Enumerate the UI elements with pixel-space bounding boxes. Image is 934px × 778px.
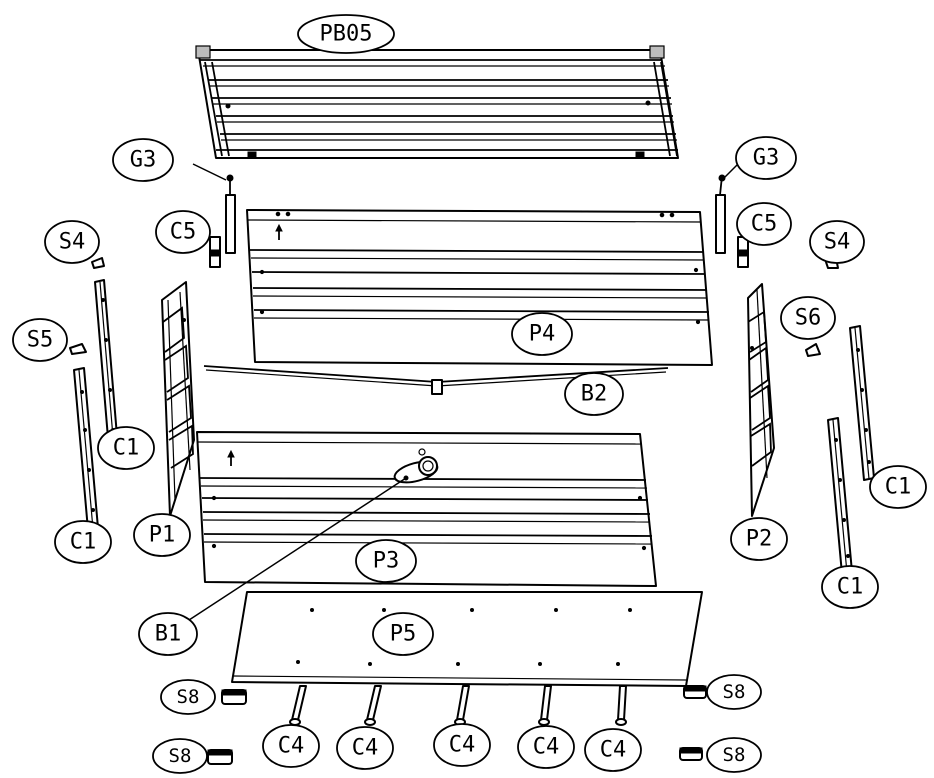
svg-text:S4: S4	[59, 230, 86, 255]
svg-text:S8: S8	[177, 686, 200, 708]
bracket-c5-right	[737, 236, 749, 268]
corner-post-c1-right-inner	[849, 325, 875, 481]
gas-strut-g3-left	[192, 163, 236, 254]
callout-c5-left: C5	[155, 210, 211, 254]
svg-text:C4: C4	[352, 736, 379, 761]
foot-s8-bottom-left	[207, 749, 233, 765]
callout-c4-5: C4	[584, 728, 642, 772]
svg-text:C1: C1	[885, 475, 912, 500]
floor-support-c4-1	[289, 685, 307, 726]
callout-pb05: PB05	[297, 14, 395, 54]
callout-c5-right: C5	[736, 202, 792, 246]
foot-s8-top-right	[683, 685, 707, 699]
callout-s6: S6	[780, 296, 836, 340]
fitting-s6	[805, 343, 821, 357]
floor-support-c4-4	[538, 685, 552, 726]
callout-s4-right: S4	[809, 220, 865, 264]
svg-text:C5: C5	[751, 212, 778, 237]
svg-text:P1: P1	[149, 523, 176, 548]
side-panel-p2	[747, 283, 775, 517]
lid-pb05	[195, 45, 679, 159]
corner-post-c1-right-outer	[827, 417, 853, 575]
fitting-s4-left	[91, 257, 105, 269]
svg-text:C1: C1	[837, 575, 864, 600]
svg-text:S5: S5	[27, 328, 54, 353]
bracket-c5-left	[209, 236, 221, 268]
svg-text:G3: G3	[130, 148, 157, 173]
gas-strut-g3-right	[715, 163, 739, 254]
callout-c1-left-outer: C1	[54, 520, 112, 564]
svg-text:G3: G3	[753, 146, 780, 171]
svg-text:C1: C1	[70, 530, 97, 555]
side-panel-p1	[161, 281, 195, 517]
callout-c4-1: C4	[262, 724, 320, 768]
svg-text:S8: S8	[723, 681, 746, 703]
callout-s8-top-right: S8	[706, 674, 762, 710]
back-panel-p4	[246, 209, 713, 366]
floor-panel-p5	[231, 591, 703, 687]
svg-text:C4: C4	[278, 734, 305, 759]
callout-c4-4: C4	[517, 725, 575, 769]
callout-c4-2: C4	[336, 726, 394, 770]
callout-p3: P3	[355, 539, 417, 583]
svg-text:P3: P3	[373, 549, 400, 574]
floor-support-c4-2	[364, 685, 382, 726]
svg-text:S8: S8	[169, 745, 192, 767]
svg-text:S4: S4	[824, 230, 851, 255]
callout-g3-right: G3	[735, 136, 797, 180]
foot-s8-bottom-right	[679, 747, 703, 761]
svg-text:C4: C4	[449, 733, 476, 758]
callout-s8-top-left: S8	[160, 679, 216, 715]
floor-support-c4-5	[615, 685, 627, 726]
callout-s5: S5	[12, 318, 68, 362]
callout-c1-left-inner: C1	[97, 426, 155, 470]
callout-p1: P1	[133, 513, 191, 557]
floor-support-c4-3	[454, 685, 470, 726]
fitting-s5	[69, 343, 87, 355]
callout-b2: B2	[564, 372, 624, 416]
callout-s8-bottom-right: S8	[706, 737, 762, 773]
callout-c1-right-outer: C1	[821, 565, 879, 609]
svg-text:S8: S8	[723, 744, 746, 766]
svg-text:C4: C4	[533, 735, 560, 760]
callout-c1-right-inner: C1	[869, 465, 927, 509]
callout-c4-3: C4	[433, 723, 491, 767]
svg-text:B1: B1	[155, 622, 182, 647]
svg-text:PB05: PB05	[320, 22, 373, 47]
callout-p5: P5	[372, 612, 434, 656]
svg-text:C5: C5	[170, 220, 197, 245]
handle-b1	[185, 456, 439, 623]
front-panel-p3	[196, 431, 657, 587]
corner-post-c1-left-inner	[94, 279, 119, 451]
svg-text:P4: P4	[529, 322, 556, 347]
callout-p2: P2	[730, 517, 788, 561]
svg-text:C4: C4	[600, 738, 627, 763]
callout-s4-left: S4	[44, 220, 100, 264]
callout-g3-left: G3	[112, 138, 174, 182]
svg-text:S6: S6	[795, 306, 822, 331]
callout-s8-bottom-left: S8	[152, 738, 208, 774]
foot-s8-top-left	[221, 689, 247, 705]
svg-text:B2: B2	[581, 382, 608, 407]
svg-text:P5: P5	[390, 622, 417, 647]
svg-text:P2: P2	[746, 527, 773, 552]
callout-p4: P4	[511, 312, 573, 356]
callout-b1: B1	[138, 612, 198, 656]
svg-text:C1: C1	[113, 436, 140, 461]
corner-post-c1-left-outer	[73, 367, 99, 531]
